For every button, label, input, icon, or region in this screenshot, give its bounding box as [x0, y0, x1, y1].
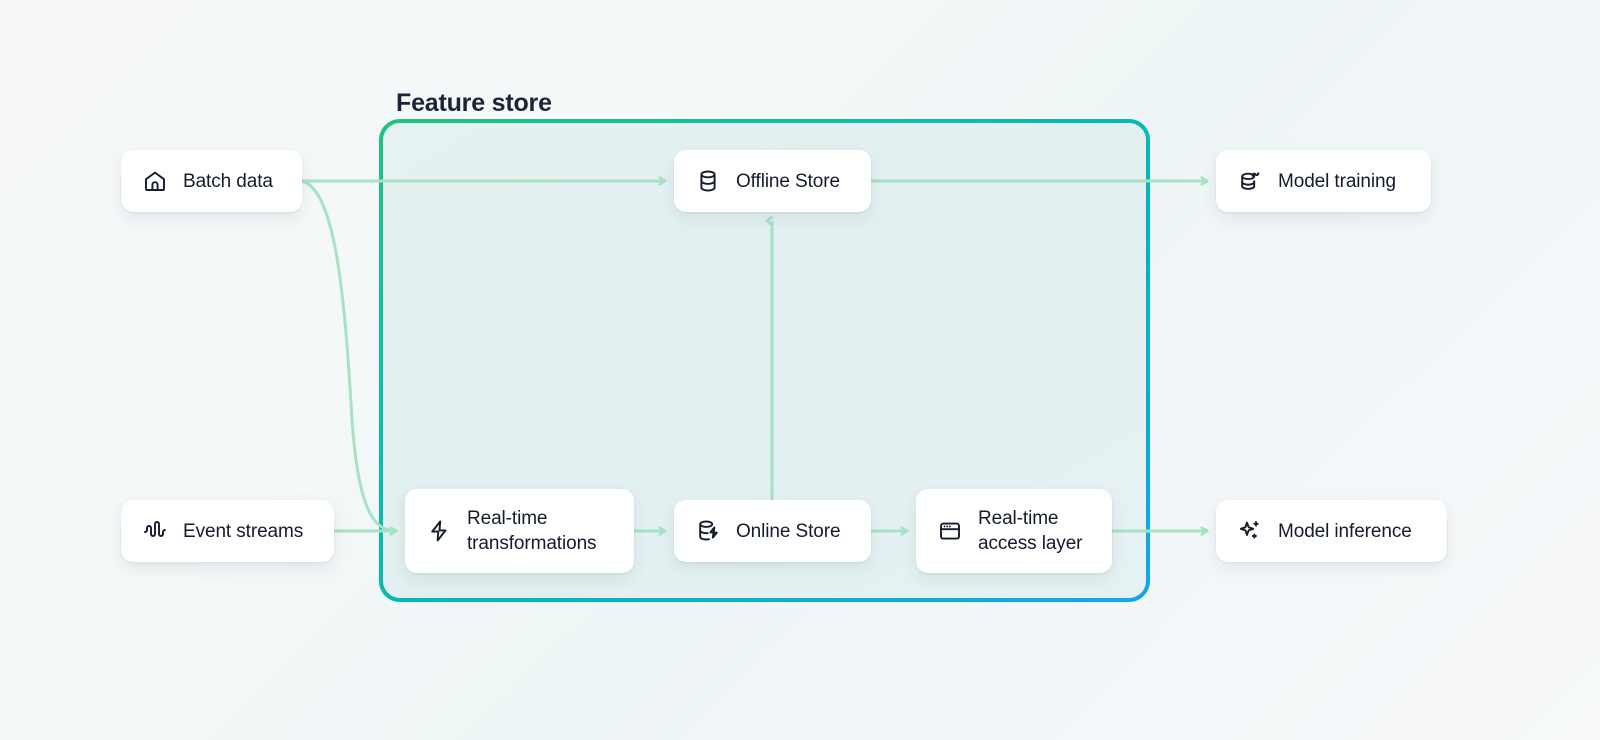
node-label: Batch data: [183, 170, 273, 192]
database-activity-icon: [1241, 172, 1260, 190]
home-icon: [145, 171, 165, 191]
node-offline-store[interactable]: Offline Store: [674, 150, 871, 212]
zap-icon: [431, 520, 447, 542]
node-label: Online Store: [736, 520, 841, 542]
node-model-inference[interactable]: Model inference: [1216, 500, 1447, 562]
database-icon: [700, 170, 716, 192]
node-label: Offline Store: [736, 170, 840, 192]
sparkles-icon: [1239, 521, 1259, 539]
app-window-icon: [940, 522, 960, 540]
node-real-time-access-layer[interactable]: Real-time access layer: [916, 489, 1112, 573]
audio-waveform-icon: [144, 521, 166, 537]
node-label: Model training: [1278, 170, 1396, 192]
node-label: Event streams: [183, 520, 304, 542]
node-real-time-transformations[interactable]: Real-time transformations: [405, 489, 634, 573]
node-event-streams[interactable]: Event streams: [121, 500, 334, 562]
node-label: Real-time transformations: [467, 508, 597, 554]
feature-store-group-title: Feature store: [396, 89, 552, 117]
node-label: Model inference: [1278, 520, 1412, 542]
node-label: Real-time access layer: [978, 508, 1083, 554]
node-batch-data[interactable]: Batch data: [121, 150, 302, 212]
node-model-training[interactable]: Model training: [1216, 150, 1431, 212]
database-zap-icon: [699, 520, 718, 541]
node-online-store[interactable]: Online Store: [674, 500, 871, 562]
